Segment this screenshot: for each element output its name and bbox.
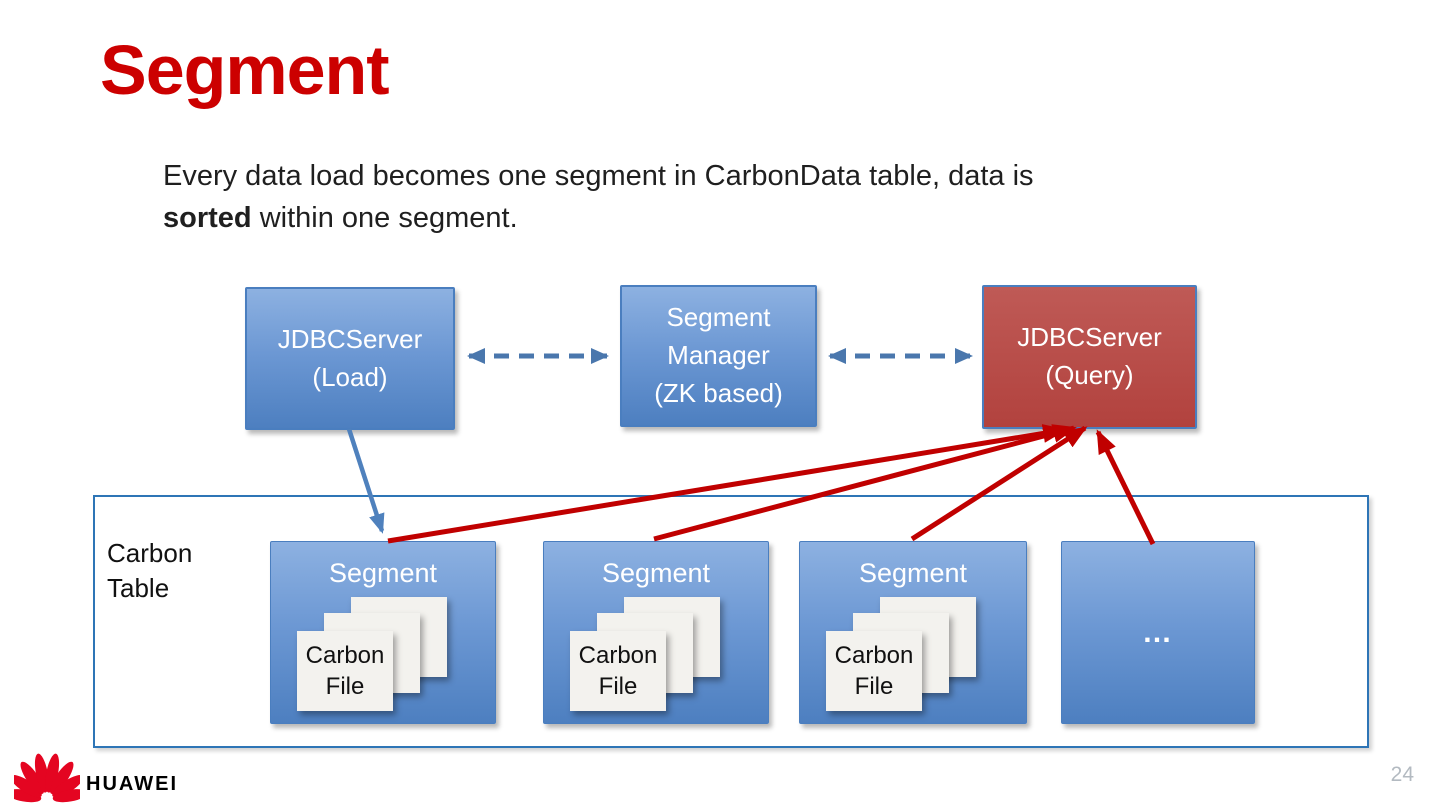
segment-2-label: Segment xyxy=(601,558,711,588)
body-bold-word: sorted xyxy=(163,202,252,235)
page-number: 24 xyxy=(1390,763,1414,786)
carbon-file-label: Carbon File xyxy=(834,641,914,700)
carbon-file-label: Carbon File xyxy=(578,641,658,700)
segment-box-2: Segment Carbon File xyxy=(543,541,769,724)
carbon-file-paper-front: Carbon File xyxy=(297,631,393,711)
jdbc-server-load-box: JDBCServer (Load) xyxy=(245,287,455,430)
segment-box-1: Segment Carbon File xyxy=(270,541,496,724)
segment-box-3: Segment Carbon File xyxy=(799,541,1027,724)
body-line-2-rest: within one segment. xyxy=(251,202,518,235)
segment-1-label: Segment xyxy=(328,558,438,588)
huawei-brand-text: HUAWEI xyxy=(86,772,178,795)
carbon-table-label: Carbon Table xyxy=(107,538,193,604)
slide-body-text: Every data load becomes one segment in C… xyxy=(163,155,1034,239)
huawei-logo: HUAWEI xyxy=(14,748,178,806)
segment-3-label: Segment xyxy=(858,558,968,588)
ellipsis-label: … xyxy=(1142,615,1174,649)
huawei-flower-icon xyxy=(14,753,80,803)
body-line-1: Every data load becomes one segment in C… xyxy=(163,160,1034,192)
carbon-file-paper-front: Carbon File xyxy=(570,631,666,711)
jdbc-server-query-box: JDBCServer (Query) xyxy=(982,285,1197,429)
segment-manager-box: Segment Manager (ZK based) xyxy=(620,285,817,427)
slide-title: Segment xyxy=(100,31,390,109)
carbon-file-label: Carbon File xyxy=(305,641,385,700)
segment-box-ellipsis: … xyxy=(1061,541,1255,724)
carbon-file-paper-front: Carbon File xyxy=(826,631,922,711)
